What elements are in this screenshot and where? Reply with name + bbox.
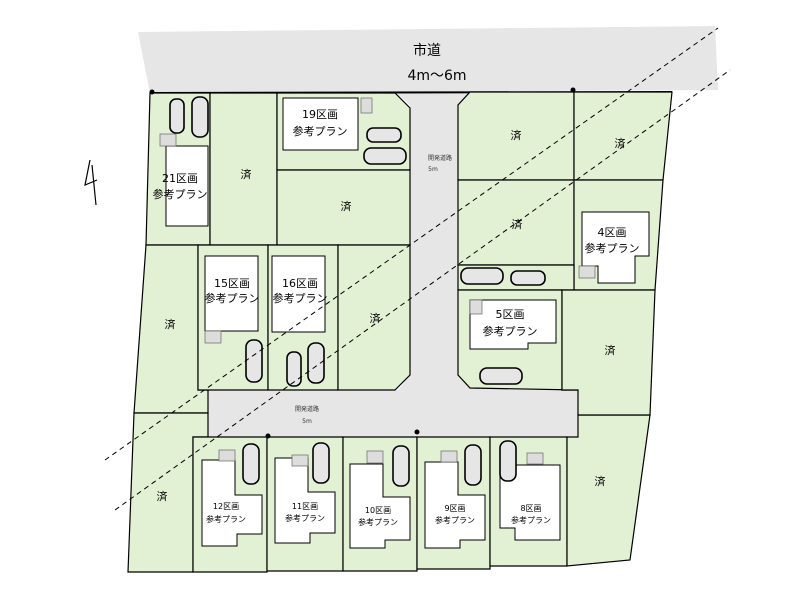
sold-label: 済 [165,317,176,331]
sold-label: 済 [512,217,523,231]
lot-label: 4区画 [598,226,627,239]
setback-line [114,69,731,511]
sold-label: 済 [341,199,352,213]
building-16 [271,255,326,333]
plan-label: 参考プラン [585,241,640,255]
lot-label: 19区画 [302,108,338,121]
building-12 [201,459,263,547]
lot-label: 16区画 [282,277,318,290]
plan-label: 参考プラン [205,291,260,305]
boundary-marker [414,429,420,435]
sold-label: 済 [370,311,381,325]
city-road-width: 4m～6m [407,68,466,84]
lot-label: 5区画 [496,308,525,321]
lot-label: 21区画 [162,172,198,185]
lot-sold[interactable] [573,91,673,181]
building-10 [349,463,411,549]
building-8 [499,464,561,541]
plan-label: 参考プラン [511,515,551,525]
building-19 [282,97,359,151]
building-9 [424,461,486,549]
lot-label: 8区画 [520,504,541,513]
sold-labels: 済 済 済 済 済 済 済 済 済 済 [157,128,626,503]
plan-label: 参考プラン [285,513,325,523]
sold-label: 済 [511,128,522,142]
plan-label: 参考プラン [206,514,246,524]
sold-label: 済 [241,167,252,181]
parked-cars [169,96,546,487]
sold-label: 済 [605,343,616,357]
dev-road-label: 開発道路 [295,405,319,413]
lot-sold[interactable] [337,244,411,391]
plan-label: 参考プラン [153,187,208,201]
utility-grid-icons [159,97,596,467]
building-15 [204,255,259,332]
lot-label: 12区画 [213,502,239,511]
boundary-marker [149,89,155,95]
dev-road-label: 開発道路 [428,154,452,162]
plan-label: 参考プラン [435,515,475,525]
lot-sold[interactable] [561,289,656,416]
lot-sold[interactable] [566,414,651,567]
setback-line [104,27,719,461]
plan-label: 参考プラン [273,291,328,305]
dev-road-width: 5m [428,166,438,173]
sold-label: 済 [595,474,606,488]
boundary-marker [570,87,576,93]
lot-label: 15区画 [214,277,250,290]
lot-label: 11区画 [292,502,318,511]
plan-label: 参考プラン [293,124,348,138]
building-21 [165,145,209,227]
sold-label: 済 [157,489,168,503]
lot-label: 10区画 [365,506,391,515]
city-road [138,26,718,93]
north-arrow-icon [84,159,98,206]
lot-label: 9区画 [444,504,465,513]
sold-label: 済 [615,136,626,150]
boundary-marker [265,433,271,439]
building-11 [274,457,336,544]
city-road-name: 市道 [413,42,441,59]
building-5 [469,299,557,350]
dev-road-vertical [208,92,578,437]
plan-label: 参考プラン [483,324,538,338]
plan-label: 参考プラン [358,517,398,527]
dev-road-width: 5m [302,418,312,425]
